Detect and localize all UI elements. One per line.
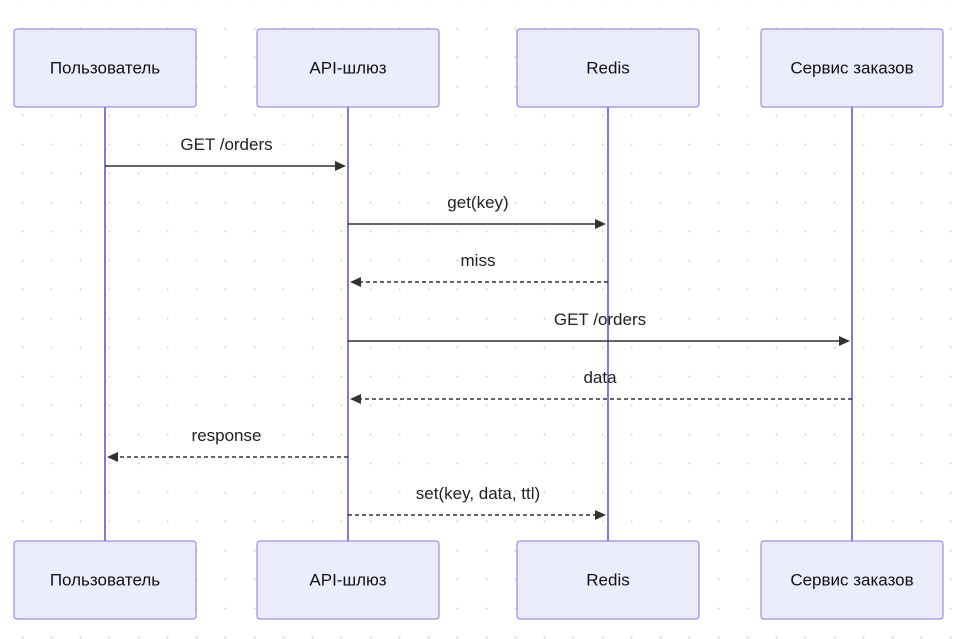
arrowhead-1 [335, 161, 346, 171]
arrowhead-7 [595, 510, 606, 520]
message-4: GET /orders [348, 310, 850, 346]
message-1: GET /orders [105, 135, 346, 171]
actor-box-gateway-top [256, 28, 440, 108]
message-label-6: response [192, 426, 262, 445]
actor-label-user-bottom: Пользователь [50, 571, 160, 590]
actor-label-gateway-top: API-шлюз [309, 59, 386, 78]
actor-box-gateway-bottom [256, 540, 440, 620]
message-label-5: data [583, 368, 617, 387]
actor-orders-bottom: Сервис заказов [760, 540, 944, 620]
message-label-1: GET /orders [180, 135, 272, 154]
lifelines [104, 107, 853, 541]
arrowhead-3 [350, 277, 361, 287]
actor-user-top: Пользователь [13, 28, 197, 108]
actor-label-gateway-bottom: API-шлюз [309, 571, 386, 590]
message-2: get(key) [348, 193, 606, 229]
actor-gateway-bottom: API-шлюз [256, 540, 440, 620]
arrowhead-4 [839, 336, 850, 346]
actor-box-user-top [13, 28, 197, 108]
message-3: miss [350, 251, 608, 287]
arrowhead-2 [595, 219, 606, 229]
actor-box-redis-bottom [516, 540, 700, 620]
actor-box-user-bottom [13, 540, 197, 620]
message-label-7: set(key, data, ttl) [416, 484, 540, 503]
actor-label-user-top: Пользователь [50, 59, 160, 78]
actor-label-redis-bottom: Redis [586, 571, 629, 590]
message-label-3: miss [461, 251, 496, 270]
actor-redis-bottom: Redis [516, 540, 700, 620]
actor-box-orders-bottom [760, 540, 944, 620]
actor-label-orders-bottom: Сервис заказов [790, 571, 913, 590]
actor-orders-top: Сервис заказов [760, 28, 944, 108]
message-5: data [350, 368, 852, 404]
actor-box-redis-top [516, 28, 700, 108]
arrowhead-5 [350, 394, 361, 404]
actor-redis-top: Redis [516, 28, 700, 108]
actor-box-orders-top [760, 28, 944, 108]
actors-top: Пользователь API-шлюз Redis Сервис заказов [13, 28, 944, 108]
message-6: response [107, 426, 348, 462]
message-7: set(key, data, ttl) [348, 484, 606, 520]
arrowhead-6 [107, 452, 118, 462]
actor-gateway-top: API-шлюз [256, 28, 440, 108]
actor-label-redis-top: Redis [586, 59, 629, 78]
actor-label-orders-top: Сервис заказов [790, 59, 913, 78]
message-label-4: GET /orders [554, 310, 646, 329]
actor-user-bottom: Пользователь [13, 540, 197, 620]
actors-bottom: Пользователь API-шлюз Redis Сервис заказов [13, 540, 944, 620]
message-label-2: get(key) [447, 193, 508, 212]
